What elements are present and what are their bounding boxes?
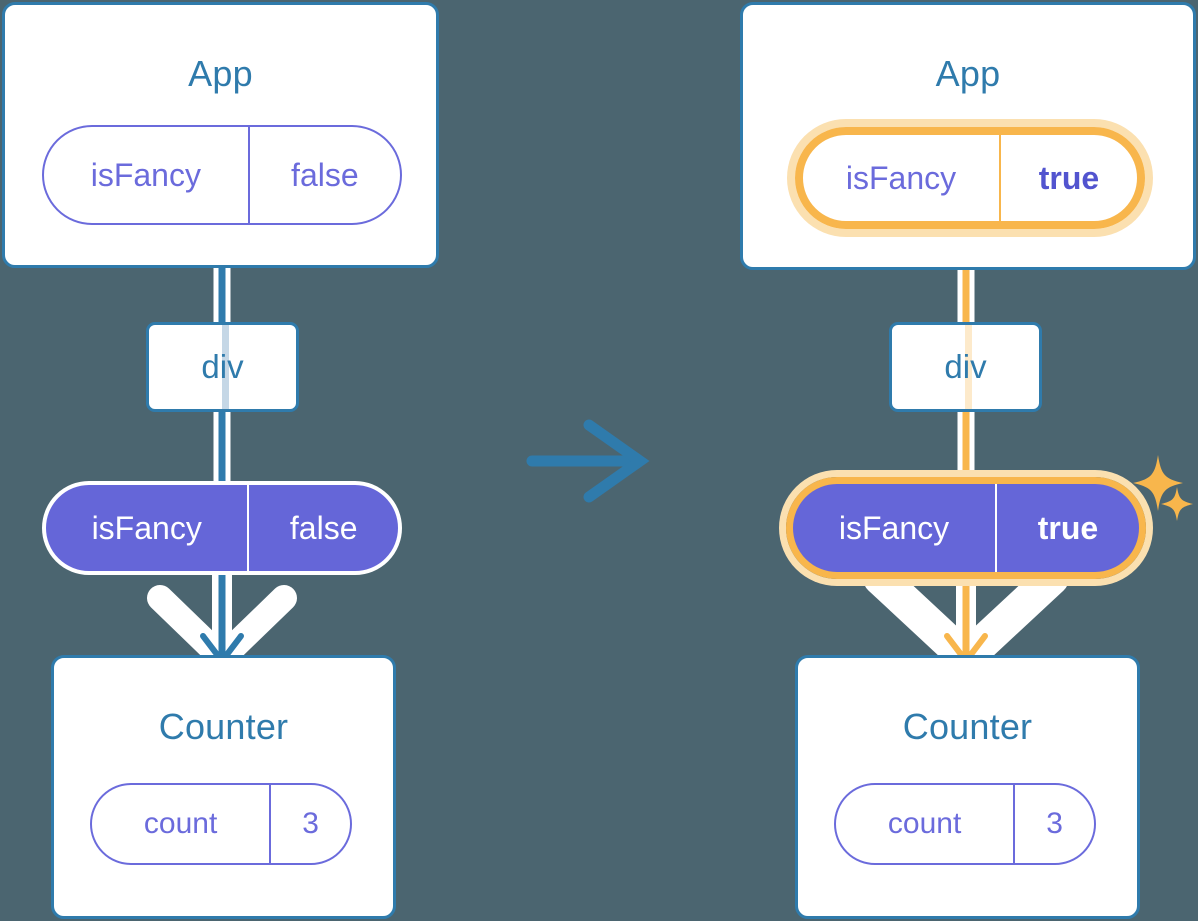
pill-value: true <box>999 135 1137 221</box>
prop-pill-before[interactable]: isFancy false <box>42 481 402 575</box>
pill-value: 3 <box>1013 785 1094 863</box>
pill-key: isFancy <box>845 159 957 196</box>
page-title: Counter <box>902 706 1033 747</box>
page-title: Counter <box>158 706 289 747</box>
flow-line-segment <box>222 325 229 409</box>
transition-arrow <box>526 419 650 503</box>
flow-after <box>863 215 1069 675</box>
div-box-label: div <box>944 348 987 385</box>
div-box-before: div <box>146 322 299 412</box>
pill-value: false <box>247 127 400 223</box>
prop-pill-after-wrapper: isFancy true <box>786 477 1146 579</box>
div-box-label: div <box>201 348 244 385</box>
counter-pill-before[interactable]: count 3 <box>90 783 352 865</box>
flow-before <box>147 215 297 671</box>
pill-value: 3 <box>269 785 350 863</box>
app-pill-before[interactable]: isFancy false <box>42 125 402 225</box>
pill-value: false <box>247 485 398 571</box>
prop-pill-after[interactable]: isFancy true <box>786 477 1146 579</box>
app-pill-after[interactable]: isFancy true <box>795 127 1145 229</box>
pill-key: isFancy <box>91 509 202 546</box>
pill-key: isFancy <box>838 509 950 546</box>
pill-key: count <box>887 807 962 840</box>
div-box-after: div <box>889 322 1042 412</box>
counter-pill-after[interactable]: count 3 <box>834 783 1096 865</box>
flow-line-segment <box>965 325 972 409</box>
pill-key: isFancy <box>90 156 201 193</box>
sparkle-icon-group-prop <box>1133 455 1193 521</box>
pill-value: true <box>995 484 1139 572</box>
page-title: App <box>188 53 253 94</box>
app-pill-after-wrapper: isFancy true <box>795 127 1145 229</box>
page-title: App <box>935 53 1001 94</box>
pill-key: count <box>143 807 218 840</box>
